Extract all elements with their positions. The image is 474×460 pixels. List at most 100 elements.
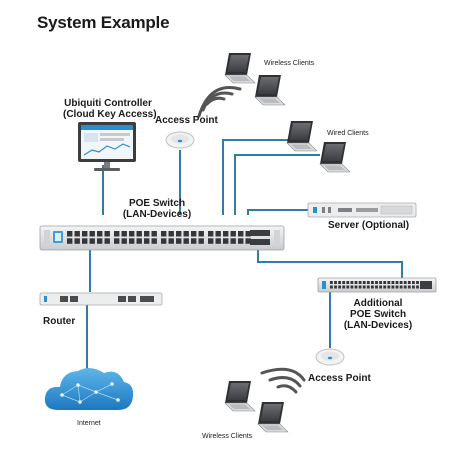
internet-label: Internet (77, 420, 101, 427)
switch-port (346, 281, 350, 284)
switch-port (161, 231, 167, 237)
additional-switch-label: Additional POE Switch (LAN-Devices) (333, 298, 423, 331)
switch-port (412, 285, 415, 289)
switch-port (151, 231, 157, 237)
switch-port (208, 238, 214, 244)
switch-port (245, 231, 251, 237)
switch-port (183, 238, 189, 244)
switch-port (358, 285, 362, 289)
poe-switch-label-line1: POE Switch (128, 198, 186, 209)
switch-port (362, 285, 366, 289)
switch-port (67, 238, 73, 244)
switch-port (407, 281, 411, 284)
wired-client-laptop-1 (286, 120, 318, 152)
wireless-clients-top-label: Wireless Clients (264, 60, 315, 67)
switch-port (161, 238, 167, 244)
switch-port (176, 231, 182, 237)
router-unit (39, 292, 163, 306)
wireless-signal-bottom (260, 367, 306, 394)
switch-port (215, 231, 221, 237)
switch-port (89, 231, 95, 237)
switch-port (74, 238, 80, 244)
switch-port (168, 238, 174, 244)
switch-port (366, 281, 370, 284)
switch-port (403, 281, 407, 284)
wireless-client-laptop-1 (224, 52, 256, 84)
switch-port (342, 285, 346, 289)
switch-port (191, 231, 197, 237)
switch-port (129, 238, 135, 244)
switch-port (198, 231, 204, 237)
switch-port (391, 285, 395, 289)
switch-port (383, 281, 387, 284)
controller-label-line1: Ubiquiti Controller (64, 98, 152, 109)
switch-port (354, 285, 358, 289)
switch-port (198, 238, 204, 244)
connection-lines (86, 139, 403, 374)
switch-port (330, 281, 333, 284)
switch-port (366, 285, 370, 289)
switch-port (144, 231, 150, 237)
switch-port (375, 281, 378, 284)
switch-port (129, 231, 135, 237)
switch-port (183, 231, 189, 237)
switch-port (82, 238, 88, 244)
switch-port (379, 285, 382, 289)
switch-port (208, 231, 214, 237)
link-switch-wired-client-2 (234, 154, 320, 215)
switch-port (89, 238, 95, 244)
switch-port (395, 285, 399, 289)
switch-port (215, 238, 221, 244)
wireless-clients-bottom-label: Wireless Clients (202, 433, 253, 440)
switch-port (371, 285, 374, 289)
switch-port (334, 285, 337, 289)
switch-port (230, 231, 236, 237)
switch-port (354, 281, 358, 284)
link-switch-server (247, 209, 308, 215)
access-point-bottom-label: Access Point (308, 373, 371, 384)
switch-port (114, 238, 120, 244)
switch-port (104, 238, 110, 244)
controller-label: Ubiquiti Controller (Cloud Key Access) (63, 98, 157, 120)
additional-switch-label-line3: (LAN-Devices) (343, 320, 413, 331)
switch-port (151, 238, 157, 244)
poe-switch-main (39, 225, 285, 251)
wireless-client-laptop-3 (224, 380, 256, 412)
switch-port (223, 231, 229, 237)
switch-port (383, 285, 387, 289)
switch-port (136, 238, 142, 244)
switch-ports-additional (330, 281, 419, 289)
switch-port (403, 285, 407, 289)
switch-port (330, 285, 333, 289)
poe-switch-additional (317, 277, 437, 293)
switch-port (387, 285, 391, 289)
switch-port (342, 281, 346, 284)
switch-port (399, 281, 403, 284)
switch-port (362, 281, 366, 284)
switch-port (144, 238, 150, 244)
switch-port (387, 281, 391, 284)
switch-port (97, 231, 103, 237)
wireless-client-laptop-4 (257, 401, 289, 433)
switch-port (168, 231, 174, 237)
switch-port (391, 281, 395, 284)
access-point-top (165, 131, 195, 149)
controller-monitor (78, 122, 136, 171)
switch-port (334, 281, 337, 284)
switch-port (375, 285, 378, 289)
switch-port (114, 231, 120, 237)
switch-port (74, 231, 80, 237)
switch-port (379, 281, 382, 284)
access-point-top-label: Access Point (155, 115, 218, 126)
wireless-client-laptop-2 (254, 74, 286, 106)
switch-port (136, 231, 142, 237)
internet-cloud-icon (44, 367, 134, 410)
controller-label-line2: (Cloud Key Access) (63, 109, 157, 120)
poe-switch-label: POE Switch (LAN-Devices) (112, 198, 202, 220)
switch-port (346, 285, 350, 289)
switch-ports-main (67, 231, 251, 244)
additional-switch-label-line1: Additional (353, 298, 403, 309)
switch-port (245, 238, 251, 244)
switch-port (191, 238, 197, 244)
